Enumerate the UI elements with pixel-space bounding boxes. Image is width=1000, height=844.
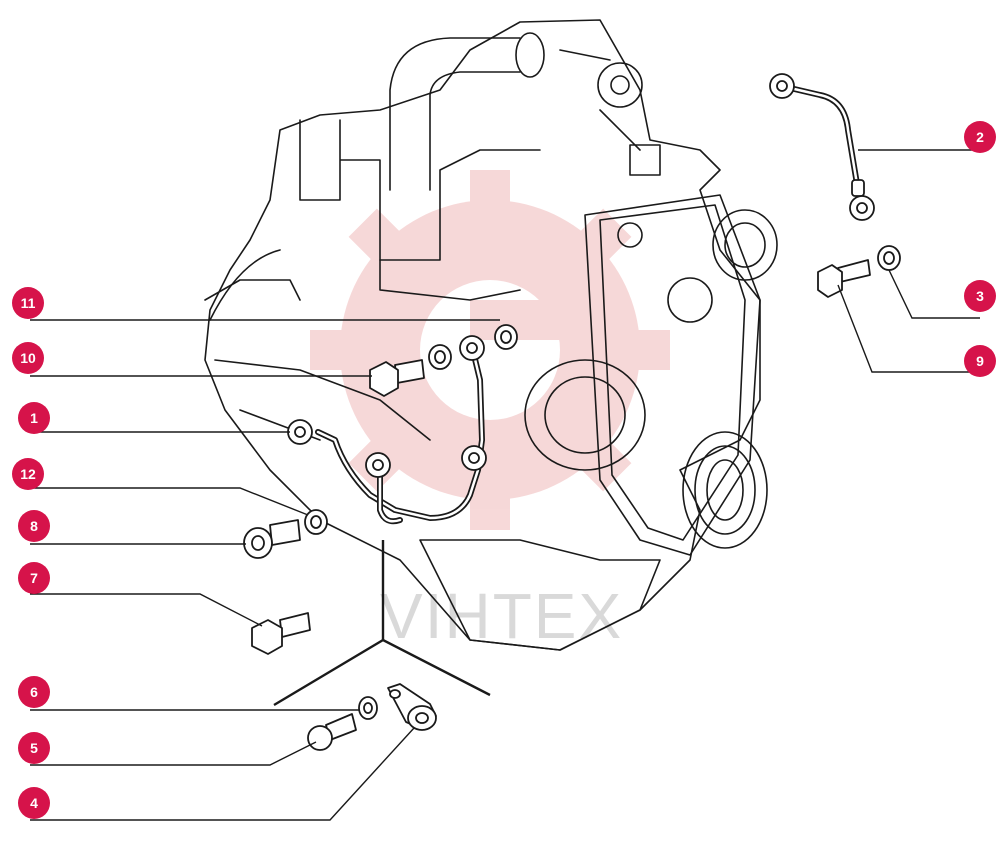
washer-11: [428, 324, 518, 370]
svg-text:12: 12: [20, 466, 36, 482]
callout-8[interactable]: 8: [18, 510, 50, 542]
callout-7[interactable]: 7: [18, 562, 50, 594]
svg-text:4: 4: [30, 795, 38, 811]
callout-9[interactable]: 9: [964, 345, 996, 377]
callout-6[interactable]: 6: [18, 676, 50, 708]
oil-pan: [419, 539, 661, 651]
svg-text:2: 2: [976, 129, 984, 145]
oil-pipe-lower: [287, 335, 487, 525]
callout-2[interactable]: 2: [964, 121, 996, 153]
lower-pulley: [682, 431, 768, 549]
upper-pulley: [712, 209, 778, 281]
bolt-7: [251, 612, 311, 655]
callout-10[interactable]: 10: [12, 342, 44, 374]
washer-6: [358, 696, 378, 720]
clamp-4: [387, 683, 437, 731]
engine-block: [204, 19, 761, 651]
belt-assembly: [584, 194, 778, 556]
watermark: VIHTEX: [310, 170, 670, 652]
alternator-lug: [597, 62, 643, 108]
svg-text:9: 9: [976, 353, 984, 369]
oil-pipe-upper: [769, 73, 875, 221]
callout-4[interactable]: 4: [18, 787, 50, 819]
intake-pipe-end: [515, 32, 545, 78]
banjo-bolt-9: [817, 259, 871, 298]
leader-line-3: [888, 269, 980, 319]
svg-text:5: 5: [30, 740, 38, 756]
watermark-text: VIHTEX: [380, 580, 623, 652]
banjo-bolt-10: [369, 359, 425, 397]
leader-lines: [30, 149, 980, 821]
timing-housing: [524, 359, 646, 471]
callout-5[interactable]: 5: [18, 732, 50, 764]
washer-3: [877, 245, 901, 271]
svg-text:1: 1: [30, 410, 38, 426]
callout-1[interactable]: 1: [18, 402, 50, 434]
watermark-gear-icon: [310, 170, 670, 530]
leader-line-9: [837, 284, 980, 373]
svg-text:11: 11: [21, 295, 36, 311]
intake-pipe: [389, 37, 521, 191]
leader-line-5: [30, 741, 317, 766]
svg-text:7: 7: [30, 570, 38, 586]
svg-text:10: 10: [20, 350, 36, 366]
callouts: 2 3 9 11 10 1 12 8: [12, 121, 996, 819]
parts: [243, 73, 901, 751]
screw-5: [307, 713, 357, 751]
leader-line-4: [30, 727, 415, 821]
washer-12: [304, 509, 328, 535]
svg-text:3: 3: [976, 288, 984, 304]
explode-guides: [273, 540, 491, 707]
engine-drawing: [204, 19, 778, 651]
svg-text:8: 8: [30, 518, 38, 534]
svg-text:6: 6: [30, 684, 38, 700]
leader-line-7: [30, 593, 263, 627]
callout-12[interactable]: 12: [12, 458, 44, 490]
callout-11[interactable]: 11: [12, 287, 44, 319]
leader-line-12: [30, 487, 309, 516]
connector-8: [243, 519, 301, 559]
callout-3[interactable]: 3: [964, 280, 996, 312]
